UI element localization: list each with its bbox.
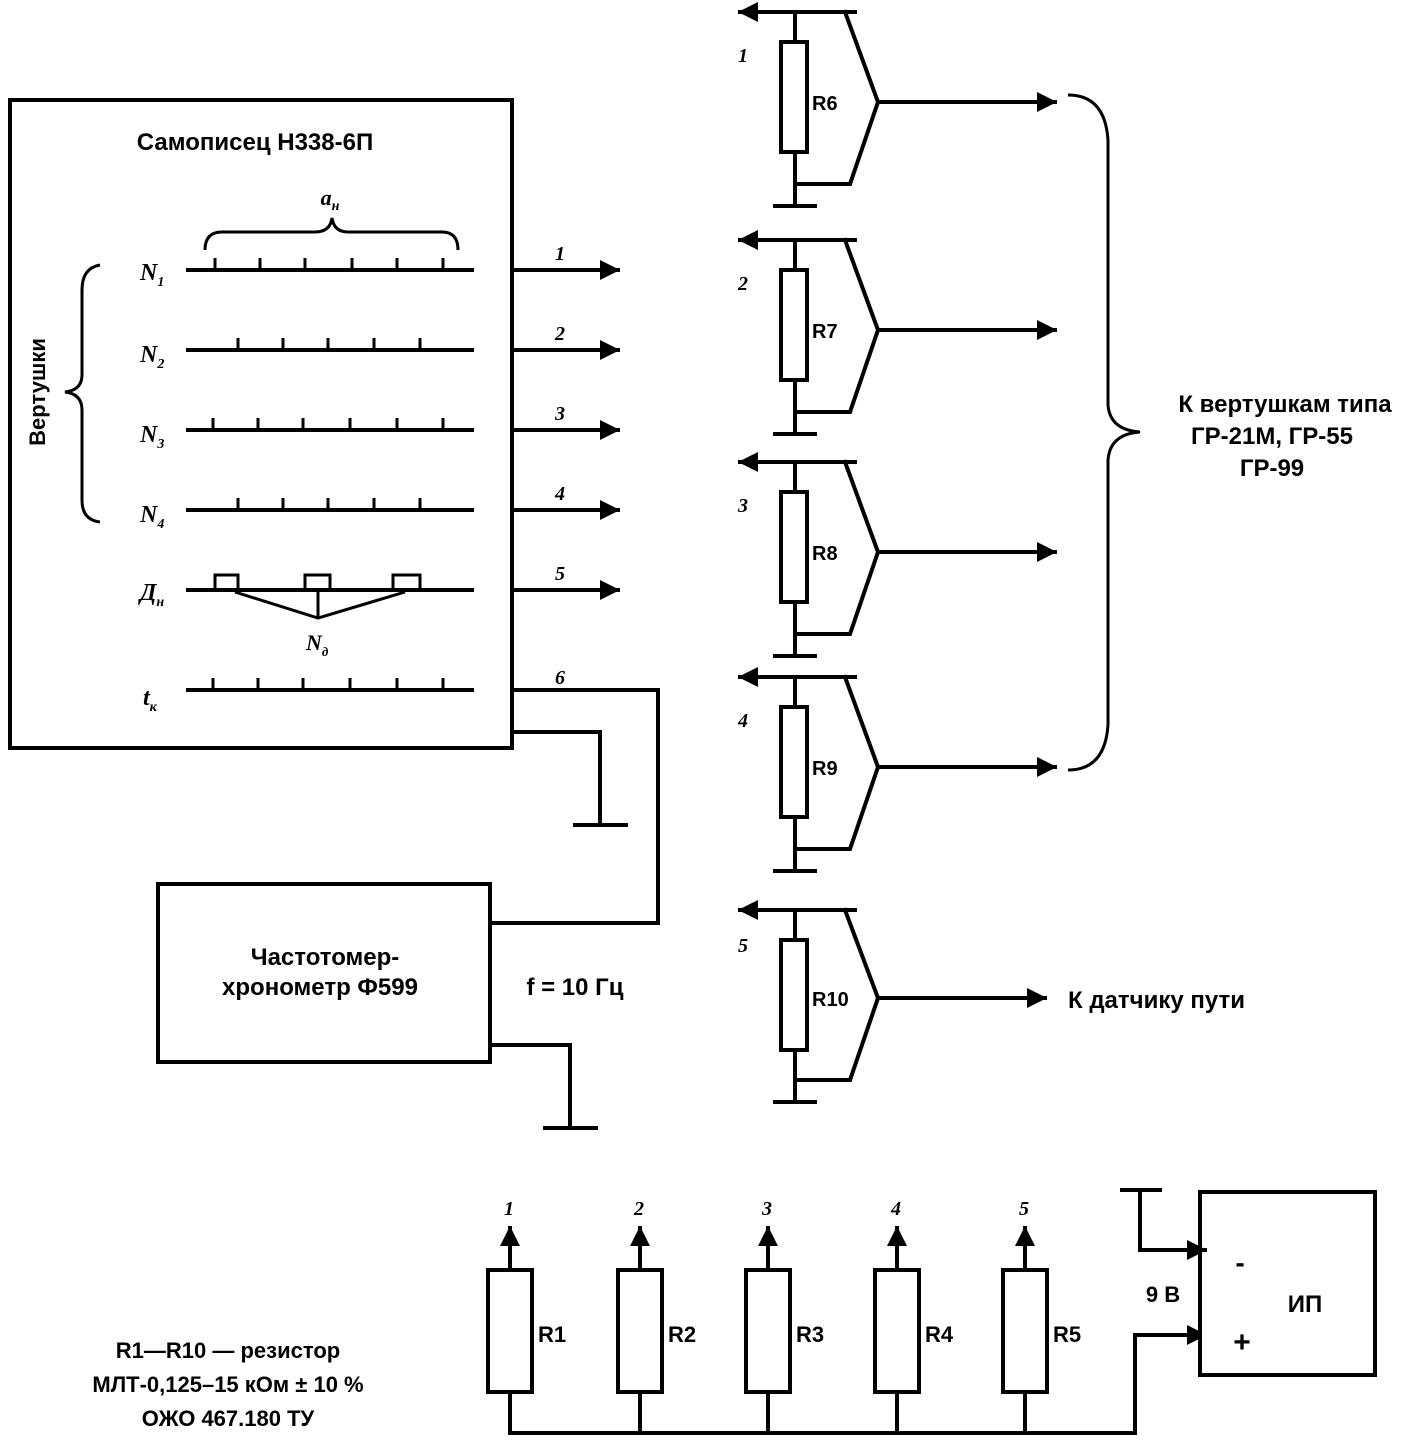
- pulse-group-pointer: [234, 590, 406, 620]
- plug-outline: [793, 459, 881, 636]
- bottom-resistor-2: 2R2: [616, 1198, 696, 1435]
- plug-outline: [793, 907, 881, 1082]
- recorder-block: Самописец Н338-6П aн Вертушки N1 N2 N3 N…: [8, 98, 514, 750]
- plug-outline: [793, 674, 881, 851]
- minus-terminal: -: [1235, 1247, 1244, 1278]
- output-number-5: 5: [555, 563, 565, 585]
- recorder-outputs: 1 2 3 4 5 6: [488, 243, 660, 925]
- connector-resistor-label: R10: [812, 989, 849, 1011]
- frequency-meter-frame: [156, 882, 492, 1064]
- bottom-resistor-3: 3R3: [744, 1198, 824, 1435]
- power-supply-frame: [1198, 1190, 1377, 1377]
- voltage-label: 9 В: [1146, 1282, 1180, 1307]
- bottom-resistor-5: 5R5: [1001, 1198, 1081, 1435]
- meters-target-line1: К вертушкам типа: [1178, 391, 1392, 418]
- resistor-body: [1001, 1268, 1049, 1394]
- resistor-body: [486, 1268, 534, 1394]
- group-label: Вертушки: [25, 338, 50, 446]
- frequency-meter-line1: Частотомер-: [251, 944, 400, 971]
- connector-resistor-label: R8: [812, 543, 838, 565]
- pulse-group-label: Nд: [305, 630, 329, 659]
- bottom-resistor-1: 1R1: [486, 1198, 566, 1435]
- resistor-number: 1: [504, 1198, 514, 1220]
- bottom-resistor-4: 4R4: [873, 1198, 954, 1435]
- output-number-3: 3: [554, 403, 565, 425]
- frequency-meter: Частотомер- хронометр Ф599 f = 10 Гц: [156, 882, 624, 1130]
- recorder-frame: [8, 98, 514, 750]
- connector-number: 3: [737, 495, 748, 517]
- resistor-label: R5: [1053, 1322, 1081, 1347]
- connector-number: 5: [738, 935, 748, 957]
- line-label-tk: tк: [143, 685, 158, 715]
- connector-number: 2: [737, 273, 748, 295]
- connector-resistor-label: R9: [812, 758, 838, 780]
- connector-number: 4: [737, 710, 748, 732]
- connector-2: 2R7: [737, 230, 1057, 436]
- resistor-body: [779, 705, 809, 819]
- meters-brace: [1067, 93, 1141, 772]
- common-bus: [508, 1325, 1207, 1435]
- pulse-pulse: [391, 573, 422, 590]
- pulse-lines: [186, 258, 474, 692]
- resistor-body: [744, 1268, 792, 1394]
- plug-outline: [793, 237, 881, 414]
- connector-resistor-label: R7: [812, 321, 838, 343]
- resistor-label: R1: [538, 1322, 566, 1347]
- resistor-number: 4: [890, 1198, 901, 1220]
- resistor-number: 3: [761, 1198, 772, 1220]
- resistor-body: [779, 938, 809, 1052]
- pulse-pulse: [213, 573, 240, 590]
- resistor-number: 5: [1019, 1198, 1029, 1220]
- meters-target-line2: ГР-21М, ГР-55: [1191, 423, 1353, 450]
- resistor-label: R4: [925, 1322, 954, 1347]
- note-line2: МЛТ-0,125–15 кОм ± 10 %: [92, 1372, 363, 1397]
- resistor-body: [616, 1268, 664, 1394]
- meter-ground-wire: [488, 1043, 572, 1130]
- sensor-target-label: К датчику пути: [1068, 987, 1245, 1014]
- resistor-label: R3: [796, 1322, 824, 1347]
- frequency-label: f = 10 Гц: [526, 974, 623, 1001]
- pulse-pulse: [303, 573, 332, 590]
- frequency-meter-line2: хронометр Ф599: [222, 974, 418, 1001]
- output-number-4: 4: [554, 483, 565, 505]
- minus-wire: [1120, 1188, 1205, 1250]
- line-label-n3: N3: [139, 422, 164, 452]
- recorder-ground-wire: [510, 730, 602, 827]
- output-number-2: 2: [554, 323, 565, 345]
- spacing-brace: [203, 217, 460, 251]
- connector-number: 1: [738, 45, 748, 67]
- connector-4: 4R9: [737, 667, 1057, 873]
- connector-resistor-label: R6: [812, 93, 838, 115]
- note-line1: R1—R10 — резистор: [116, 1338, 340, 1363]
- bottom-resistors: 1R1 2R2 3R3 4R4 5R5: [486, 1198, 1081, 1435]
- line-label-n4: N4: [139, 502, 164, 532]
- recorder-title: Самописец Н338-6П: [137, 129, 373, 156]
- wire-6: [488, 688, 660, 925]
- note-line3: ОЖО 467.180 ТУ: [142, 1406, 315, 1431]
- connector-3: 3R8: [737, 452, 1057, 658]
- line-label-dn: Дн: [138, 580, 164, 610]
- resistor-body: [779, 490, 809, 604]
- line-label-n1: N1: [139, 260, 164, 290]
- power-supply-label: ИП: [1288, 1291, 1323, 1318]
- group-brace: [64, 263, 101, 524]
- line-label-n2: N2: [139, 342, 164, 372]
- resistor-body: [873, 1268, 921, 1394]
- resistor-body: [779, 40, 809, 154]
- connector-1: 1R6: [738, 2, 1057, 208]
- meters-target-line3: ГР-99: [1240, 455, 1304, 482]
- resistor-label: R2: [668, 1322, 696, 1347]
- output-number-6: 6: [555, 667, 565, 689]
- plug-outline: [793, 9, 881, 186]
- resistor-body: [779, 268, 809, 382]
- line-labels: N1 N2 N3 N4 Дн tк: [138, 260, 164, 715]
- power-supply: ИП - + 9 В: [1120, 1188, 1377, 1377]
- plus-terminal: +: [1233, 1326, 1251, 1359]
- resistor-number: 2: [633, 1198, 644, 1220]
- output-number-1: 1: [555, 243, 565, 265]
